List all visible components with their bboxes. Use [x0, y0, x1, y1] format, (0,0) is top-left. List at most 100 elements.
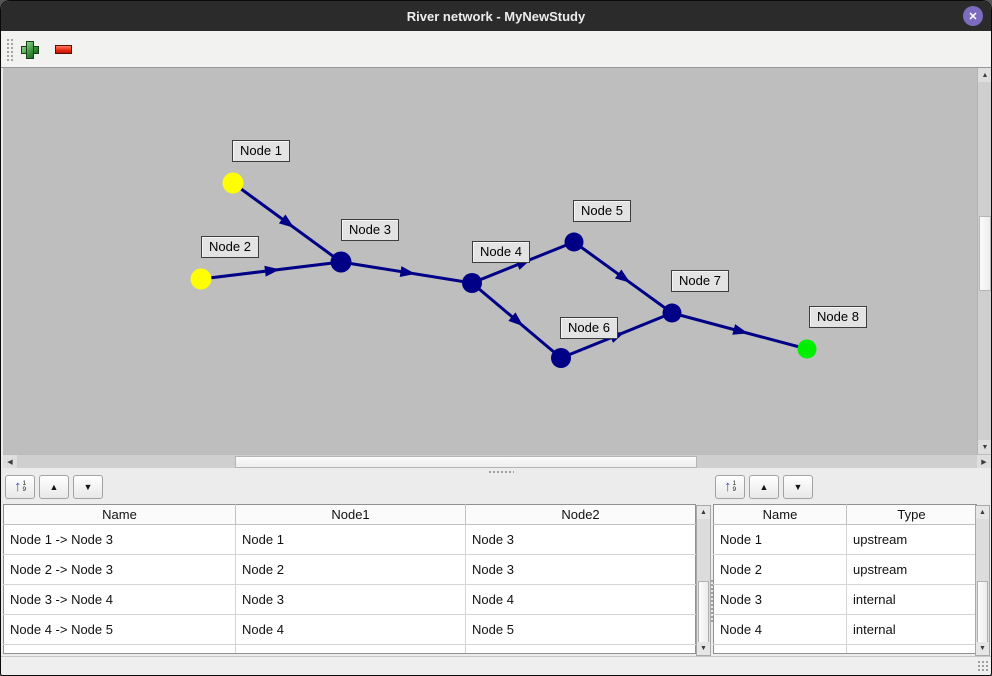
branches-scroll-thumb[interactable] — [698, 581, 709, 643]
flow-direction-arrow-icon — [264, 265, 280, 277]
horizontal-splitter[interactable] — [1, 468, 991, 474]
canvas-vertical-scrollbar[interactable]: ▲ ▼ — [977, 68, 991, 454]
main-toolbar — [1, 31, 991, 68]
remove-minus-icon — [55, 45, 72, 54]
status-bar — [1, 656, 991, 675]
canvas-vscroll-thumb[interactable] — [979, 216, 991, 291]
table-cell[interactable]: Node 2 -> Node 3 — [3, 554, 236, 585]
flow-direction-arrow-icon — [399, 266, 416, 277]
network-node-node-8[interactable] — [797, 339, 817, 359]
node-label-node-3: Node 3 — [341, 219, 399, 241]
network-node-node-2[interactable] — [190, 268, 212, 290]
scroll-up-icon[interactable]: ▲ — [976, 506, 989, 519]
table-cell — [235, 644, 466, 654]
table-cell[interactable]: Node 3 — [465, 554, 696, 585]
network-node-node-4[interactable] — [462, 273, 482, 293]
table-cell[interactable]: Node 1 — [235, 524, 466, 555]
node-label-node-1: Node 1 — [232, 140, 290, 162]
move-branch-up-button[interactable]: ▲ — [39, 475, 69, 499]
node-label-node-5: Node 5 — [573, 200, 631, 222]
column-header-name[interactable]: Name — [713, 504, 847, 525]
network-node-node-3[interactable] — [330, 251, 352, 273]
table-cell[interactable]: internal — [846, 584, 977, 615]
titlebar[interactable]: River network - MyNewStudy ✕ — [1, 1, 991, 31]
table-cell[interactable]: upstream — [846, 554, 977, 585]
table-row-partial — [713, 644, 977, 654]
table-cell[interactable]: Node 3 — [465, 524, 696, 555]
table-cell[interactable]: internal — [846, 614, 977, 645]
move-branch-down-button[interactable]: ▼ — [73, 475, 103, 499]
canvas-hscroll-thumb[interactable] — [235, 456, 697, 468]
scroll-right-icon[interactable]: ▶ — [977, 455, 991, 468]
window-title: River network - MyNewStudy — [406, 8, 586, 24]
move-node-up-button[interactable]: ▲ — [749, 475, 779, 499]
column-header-node2[interactable]: Node2 — [465, 504, 696, 525]
network-node-node-6[interactable] — [551, 348, 571, 368]
add-plus-icon — [21, 40, 39, 59]
down-arrow-icon: ▼ — [793, 481, 803, 492]
node-label-node-6: Node 6 — [560, 317, 618, 339]
table-cell[interactable]: Node 4 — [713, 614, 847, 645]
table-cell[interactable]: Node 5 — [465, 614, 696, 645]
table-cell[interactable]: Node 4 -> Node 5 — [3, 614, 236, 645]
table-row-partial — [3, 644, 696, 654]
close-icon[interactable]: ✕ — [963, 6, 983, 26]
scroll-down-icon[interactable]: ▼ — [978, 440, 991, 454]
vertical-splitter[interactable] — [710, 474, 713, 656]
table-cell[interactable]: Node 1 — [713, 524, 847, 555]
table-cell[interactable]: Node 4 — [235, 614, 466, 645]
scroll-up-icon[interactable]: ▲ — [978, 68, 991, 82]
table-cell[interactable]: Node 3 — [713, 584, 847, 615]
network-node-node-5[interactable] — [564, 232, 584, 252]
up-arrow-icon: ▲ — [759, 481, 769, 492]
scroll-down-icon[interactable]: ▼ — [697, 642, 710, 655]
column-header-node1[interactable]: Node1 — [235, 504, 466, 525]
scroll-left-icon[interactable]: ◀ — [3, 455, 17, 468]
flow-direction-arrow-icon — [508, 312, 524, 327]
network-node-node-7[interactable] — [662, 303, 682, 323]
network-node-node-1[interactable] — [222, 172, 244, 194]
branches-table-scrollbar[interactable]: ▲ ▼ — [696, 505, 711, 656]
table-cell[interactable]: Node 4 — [465, 584, 696, 615]
scroll-down-icon[interactable]: ▼ — [976, 642, 989, 655]
table-cell[interactable]: upstream — [846, 524, 977, 555]
nodes-table-scrollbar[interactable]: ▲ ▼ — [975, 505, 990, 656]
table-cell[interactable]: Node 3 — [235, 584, 466, 615]
canvas-horizontal-scrollbar[interactable]: ◀ ▶ — [3, 454, 991, 468]
table-cell[interactable]: Node 2 — [713, 554, 847, 585]
down-arrow-icon: ▼ — [83, 481, 93, 492]
remove-node-button[interactable] — [55, 31, 72, 68]
toolbar-grip-handle[interactable] — [6, 38, 13, 62]
scroll-up-icon[interactable]: ▲ — [697, 506, 710, 519]
window-resize-grip[interactable] — [977, 660, 990, 673]
move-node-down-button[interactable]: ▼ — [783, 475, 813, 499]
add-node-button[interactable] — [21, 31, 39, 68]
column-header-type[interactable]: Type — [846, 504, 977, 525]
column-header-name[interactable]: Name — [3, 504, 236, 525]
table-cell[interactable]: Node 3 -> Node 4 — [3, 584, 236, 615]
table-cell[interactable]: Node 1 -> Node 3 — [3, 524, 236, 555]
nodes-scroll-thumb[interactable] — [977, 581, 988, 643]
table-cell — [713, 644, 847, 654]
table-cell — [3, 644, 236, 654]
table-cell[interactable]: Node 2 — [235, 554, 466, 585]
splitter-handle-dots — [710, 579, 713, 624]
table-cell — [465, 644, 696, 654]
